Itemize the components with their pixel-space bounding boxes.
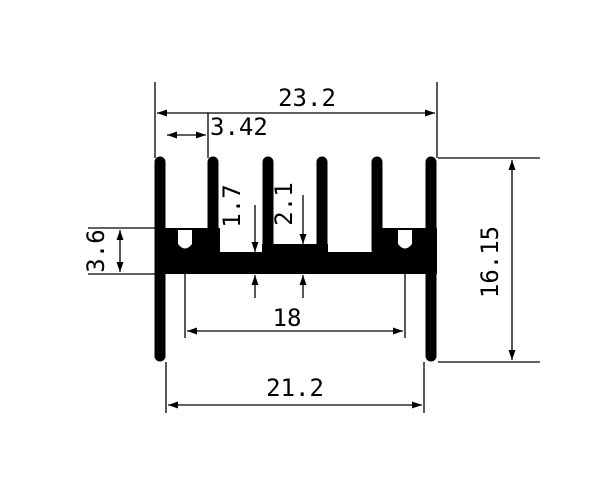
- dim-label: 21.2: [266, 374, 324, 402]
- dim-label: 1.7: [218, 184, 246, 227]
- dim-fin-pitch: 3.42: [167, 113, 268, 158]
- dim-label: 3.42: [210, 113, 268, 141]
- gap-1: [221, 232, 259, 250]
- dim-label: 18: [273, 304, 302, 332]
- dim-base-height: 3.6: [82, 227, 155, 275]
- base-plate: [155, 252, 437, 274]
- gap-2: [330, 232, 368, 250]
- dim-fin-gap-1: 1.7: [218, 184, 259, 298]
- dim-fin-gap-2: 2.1: [270, 182, 307, 298]
- dim-label: 16.15: [476, 226, 504, 298]
- center-block: [262, 244, 328, 254]
- dim-overall-width: 23.2: [154, 82, 438, 158]
- dim-outer-height: 16.15: [438, 157, 540, 363]
- dim-label: 23.2: [278, 84, 336, 112]
- gap-center: [275, 232, 315, 244]
- dim-inner-width: 18: [184, 274, 406, 338]
- dim-label: 3.6: [82, 229, 110, 272]
- clip-slot-left: [178, 230, 192, 249]
- dim-label: 2.1: [270, 182, 298, 225]
- clip-slot-right: [398, 230, 412, 249]
- heatsink-profile: [154, 156, 437, 362]
- dim-base-width: 21.2: [165, 362, 425, 413]
